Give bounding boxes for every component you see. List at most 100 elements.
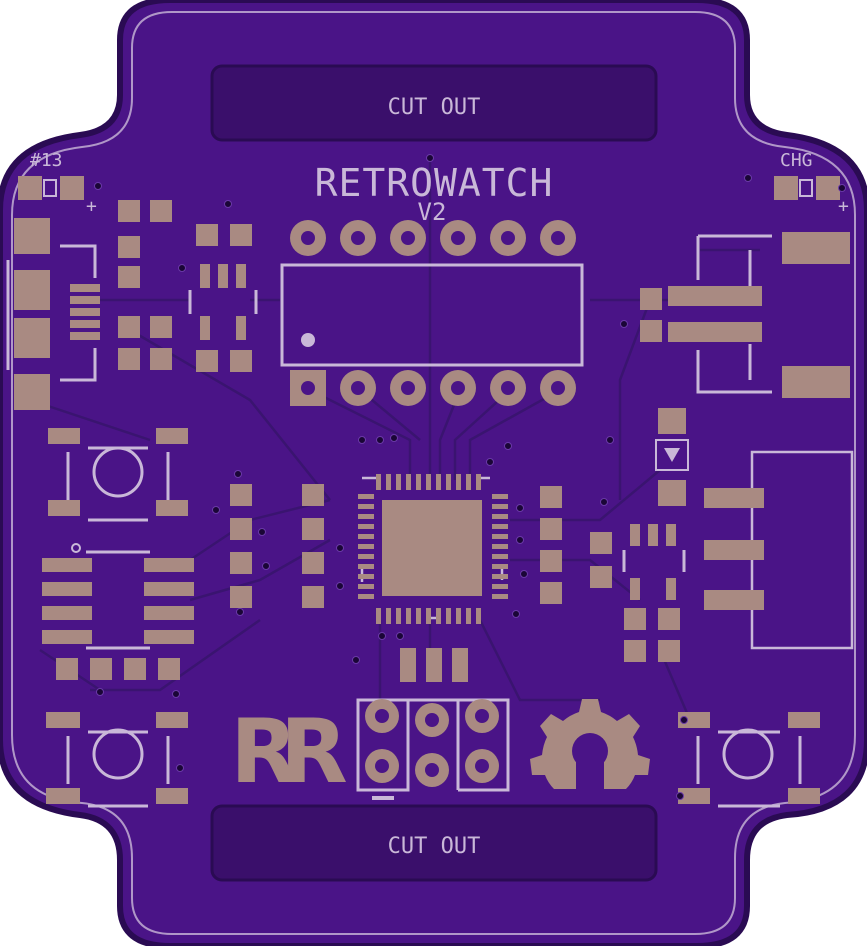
charge-led-label: CHG [780, 150, 813, 171]
open-hardware-logo [530, 699, 650, 791]
via [262, 562, 270, 570]
header-top-row [290, 220, 576, 256]
mcu-pin [446, 608, 451, 624]
via [390, 434, 398, 442]
mcu-pin [466, 474, 471, 490]
mcu-pin [492, 504, 508, 509]
via [236, 608, 244, 616]
charge-led [774, 176, 840, 200]
via [358, 436, 366, 444]
mcu-pin [476, 608, 481, 624]
charger-ic [590, 524, 686, 662]
power-switch [704, 450, 854, 650]
via [396, 632, 404, 640]
mcu-pin [358, 584, 374, 589]
mcu-pin [436, 608, 441, 624]
via [504, 442, 512, 450]
board-title: RETROWATCH [315, 161, 554, 205]
mcu-pin [358, 564, 374, 569]
mcu-pin [358, 524, 374, 529]
via [680, 716, 688, 724]
rtc-ic [42, 543, 194, 680]
mcu-pin [446, 474, 451, 490]
mcu-pin [406, 608, 411, 624]
mcu-pin [456, 474, 461, 490]
via [96, 688, 104, 696]
mcu-pin [492, 494, 508, 499]
button-bottom-right[interactable] [678, 712, 820, 808]
mcu-pin [436, 474, 441, 490]
mcu-pin [492, 594, 508, 599]
mcu-pin [386, 474, 391, 490]
mcu-pin [492, 544, 508, 549]
battery-connector [640, 232, 850, 398]
via [516, 536, 524, 544]
mcu-pin [492, 554, 508, 559]
mcu-pin [492, 584, 508, 589]
mcu-pin [396, 474, 401, 490]
cutout-bottom [210, 804, 658, 882]
via [744, 174, 752, 182]
usb-connector [6, 218, 100, 410]
mcu-pin [492, 524, 508, 529]
via [336, 544, 344, 552]
cutout-bottom-label: CUT OUT [388, 834, 481, 859]
board-edge-silk [11, 11, 856, 935]
mcu-pin [358, 574, 374, 579]
mcu-pin [426, 608, 431, 624]
via [600, 498, 608, 506]
mcu-pin [358, 504, 374, 509]
mcu-pin [358, 554, 374, 559]
via [516, 504, 524, 512]
crystal [400, 648, 468, 682]
via [178, 264, 186, 272]
vias [94, 154, 846, 800]
button-top-left[interactable] [48, 428, 188, 522]
mcu-pin [376, 474, 381, 490]
via [512, 610, 520, 618]
mcu-pin [406, 474, 411, 490]
button-bottom-left[interactable] [46, 712, 188, 808]
via [212, 506, 220, 514]
board-version: V2 [418, 198, 447, 226]
mcu-pin [416, 474, 421, 490]
mcu-pin [376, 608, 381, 624]
via [378, 632, 386, 640]
charge-diode [655, 408, 689, 506]
mcu-pin [358, 514, 374, 519]
mcu-pin [476, 474, 481, 490]
via [676, 792, 684, 800]
mcu-pin [386, 608, 391, 624]
via [234, 470, 242, 478]
mcu-pin [358, 594, 374, 599]
mcu-pin [492, 574, 508, 579]
mcu-pin [358, 544, 374, 549]
via [224, 200, 232, 208]
mcu-pin [456, 608, 461, 624]
via [426, 154, 434, 162]
passives-mcu [230, 484, 562, 608]
mcu-pin [492, 514, 508, 519]
via [172, 690, 180, 698]
cutout-top-label: CUT OUT [388, 95, 481, 120]
via [258, 528, 266, 536]
mcu-pin [426, 474, 431, 490]
mcu-pin [416, 608, 421, 624]
charge-led-plus: + [838, 196, 849, 217]
led-13-label: #13 [30, 150, 63, 171]
mcu-pin [492, 564, 508, 569]
via [620, 320, 628, 328]
mcu-pin [358, 494, 374, 499]
header-bottom-row [290, 370, 576, 406]
via [520, 570, 528, 578]
microcontroller [358, 474, 508, 624]
rr-logo: RR [230, 700, 364, 803]
via [606, 436, 614, 444]
cutout-top [210, 64, 658, 142]
led-13 [18, 176, 84, 200]
led-13-plus: + [86, 196, 97, 217]
mcu-pin [492, 534, 508, 539]
via [376, 436, 384, 444]
via [352, 656, 360, 664]
